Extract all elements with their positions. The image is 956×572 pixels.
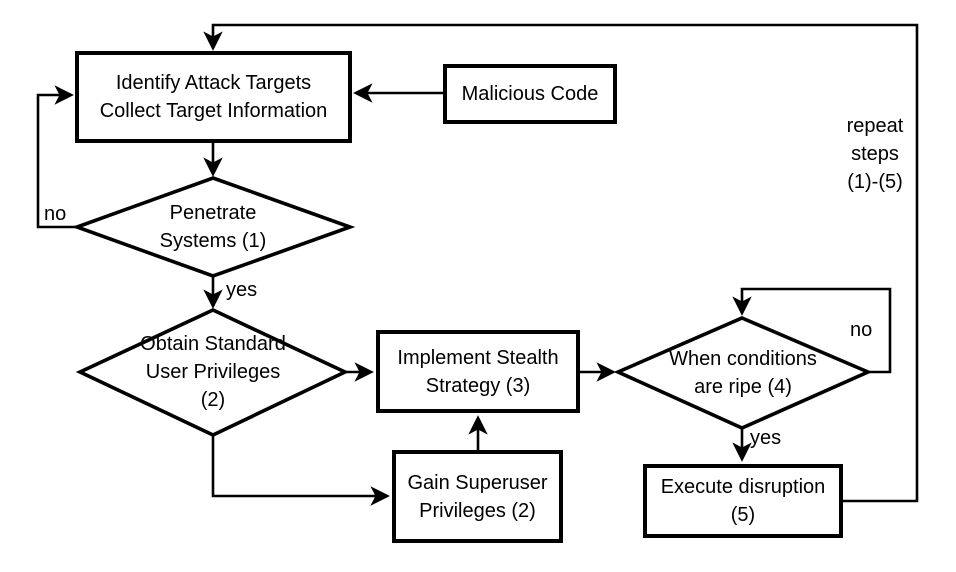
- edge-label-no-penetrate: no: [44, 203, 67, 225]
- edge-label-repeat-line2: steps: [851, 143, 899, 165]
- edge-penetrate-no-loop: [36, 85, 78, 229]
- diamond-penetrate-systems: [71, 176, 356, 278]
- node-identify-attack-targets: Identify Attack Targets Collect Target I…: [75, 51, 352, 143]
- edge-label-no-conditions: no: [850, 319, 873, 341]
- edge-label-yes-penetrate: yes: [226, 279, 258, 301]
- edge-label-repeat-line1: repeat: [846, 115, 904, 137]
- edge-conditions-no-loop: [732, 287, 892, 374]
- edge-label-repeat-steps: repeat steps (1)-(5): [837, 112, 913, 196]
- node-execute-disruption: Execute disruption (5): [643, 464, 843, 538]
- edge-execute-to-identify-repeat-loop: [203, 23, 919, 503]
- node-malicious-line1: Malicious Code: [461, 83, 599, 105]
- node-identify-line1: Identify Attack Targets: [115, 72, 312, 94]
- node-execute-line1: Execute disruption: [660, 476, 826, 498]
- node-stealth-line1: Implement Stealth: [397, 346, 559, 369]
- node-gain-superuser-privileges: Gain Superuser Privileges (2): [392, 450, 563, 543]
- edge-obtain-to-superuser: [211, 435, 390, 506]
- node-stealth-line2: Strategy (3): [425, 374, 531, 397]
- diamond-when-conditions-ripe: [613, 316, 873, 430]
- node-implement-stealth-strategy: Implement Stealth Strategy (3): [376, 330, 580, 413]
- node-identify-line2: Collect Target Information: [99, 100, 328, 122]
- node-malicious-code: Malicious Code: [443, 64, 617, 124]
- diamond-obtain-standard-privileges: [75, 308, 350, 437]
- node-execute-line2: (5): [730, 504, 756, 526]
- edge-label-yes-conditions: yes: [750, 427, 782, 449]
- edge-label-repeat-line3: (1)-(5): [847, 171, 903, 193]
- node-superuser-line2: Privileges (2): [419, 499, 536, 522]
- node-superuser-line1: Gain Superuser: [407, 471, 548, 494]
